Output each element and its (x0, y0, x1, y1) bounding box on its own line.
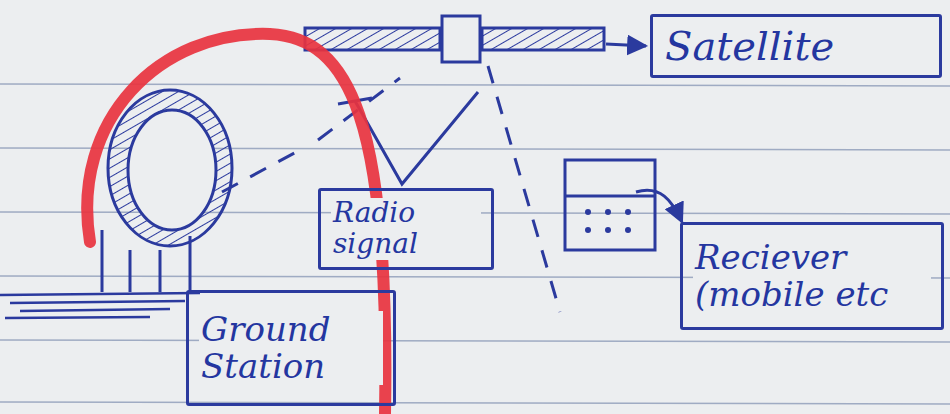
node-label: Reciever (mobile etc (693, 239, 931, 314)
satellite-drawing (305, 16, 646, 62)
node-label: Satellite (663, 24, 836, 68)
leader-arrow (636, 190, 682, 222)
ground-station-box: Ground Station (186, 290, 396, 406)
node-label: Ground Station (199, 311, 383, 386)
solar-panel (482, 28, 604, 50)
mobile-receiver (565, 160, 682, 250)
satellite-body (442, 16, 480, 62)
satellite-label-box: Satellite (650, 14, 942, 78)
downlink-dashed (488, 66, 560, 312)
ruled-lines (0, 84, 950, 404)
solar-panel (305, 28, 440, 50)
signal-lines (222, 66, 560, 312)
node-label: Radio signal (331, 198, 481, 260)
radio-signal-box: Radio signal (318, 188, 494, 270)
leader-arrow (606, 44, 646, 46)
receiver-label-box: Reciever (mobile etc (680, 222, 944, 330)
ground-station-dish (0, 90, 232, 318)
